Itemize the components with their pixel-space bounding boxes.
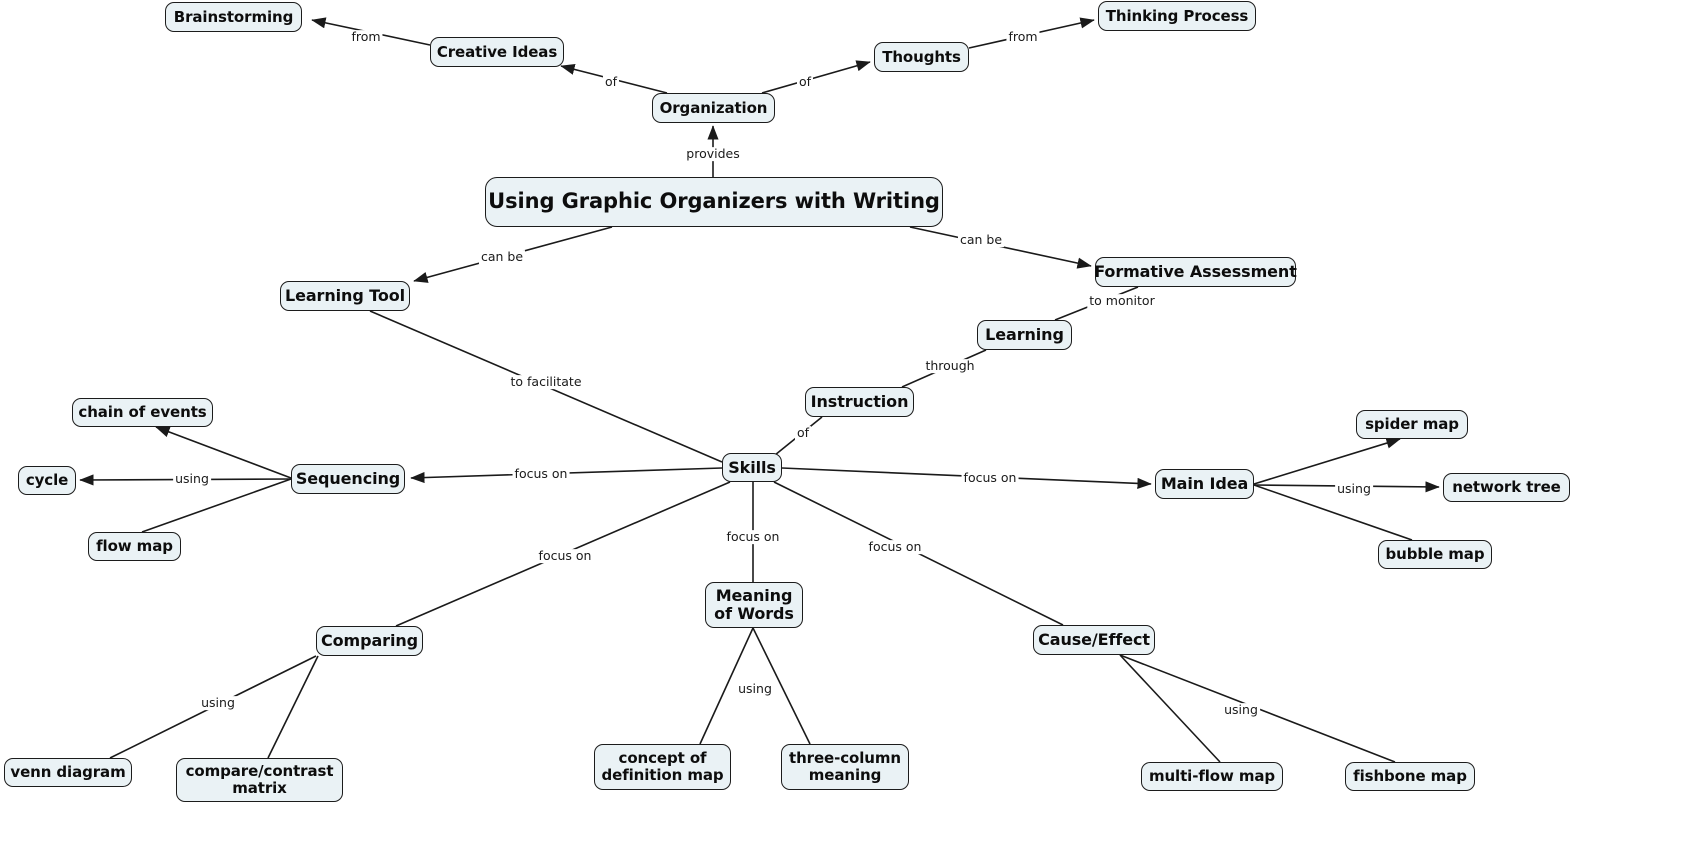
edge-label-e-learning-instruction: through	[923, 358, 977, 374]
edge-label-e-skills-causeeffect: focus on	[866, 539, 924, 555]
edge-label-e-seq-chain: using	[173, 471, 211, 487]
edge-label-e-creative-brainstorming: from	[349, 29, 383, 45]
edge-label-e-comparing-venn: using	[199, 695, 237, 711]
edge-label-e-root-learningtool: can be	[478, 249, 526, 265]
edge-label-e-root-org: provides	[684, 146, 742, 162]
node-instruction[interactable]: Instruction	[805, 387, 914, 417]
node-sequencing[interactable]: Sequencing	[291, 464, 405, 494]
edge-label-e-meaning-concept: using	[736, 681, 774, 697]
node-creative-ideas[interactable]: Creative Ideas	[430, 37, 564, 67]
node-formative-assessment[interactable]: Formative Assessment	[1094, 257, 1297, 287]
node-spider-map[interactable]: spider map	[1356, 410, 1468, 439]
edge-label-e-formative-learning: to monitor	[1087, 293, 1157, 309]
edge-label-e-org-thoughts: of	[796, 74, 814, 90]
node-three-column-meaning[interactable]: three-column meaning	[781, 744, 909, 790]
edge-e-comparing-matrix	[267, 655, 319, 759]
node-organization[interactable]: Organization	[652, 93, 775, 123]
node-venn-diagram[interactable]: venn diagram	[4, 758, 132, 787]
edge-label-e-main-spider: using	[1335, 481, 1373, 497]
edge-e-main-spider	[1253, 437, 1401, 485]
node-thoughts[interactable]: Thoughts	[874, 42, 969, 72]
edge-e-meaning-threecol	[752, 627, 811, 745]
edge-e-cause-multiflow	[1119, 654, 1221, 763]
node-network-tree[interactable]: network tree	[1443, 473, 1570, 502]
node-learning-tool[interactable]: Learning Tool	[280, 281, 410, 311]
edge-label-e-skills-meaning: focus on	[724, 529, 782, 545]
node-chain-of-events[interactable]: chain of events	[72, 398, 213, 427]
edge-label-e-skills-mainidea: focus on	[961, 470, 1019, 486]
node-learning[interactable]: Learning	[977, 320, 1072, 350]
node-multi-flow-map[interactable]: multi-flow map	[1141, 762, 1283, 791]
node-cause-effect[interactable]: Cause/Effect	[1033, 625, 1155, 655]
node-flow-map[interactable]: flow map	[88, 532, 181, 561]
node-main-idea[interactable]: Main Idea	[1155, 469, 1254, 499]
node-meaning-of-words[interactable]: Meaning of Words	[705, 582, 803, 628]
edge-e-seq-chain	[155, 426, 292, 479]
node-bubble-map[interactable]: bubble map	[1378, 540, 1492, 569]
edge-e-meaning-concept	[699, 627, 754, 745]
edge-label-e-thoughts-thinking: from	[1006, 29, 1040, 45]
edge-e-seq-flow	[141, 478, 292, 533]
node-concept-of-definition-map[interactable]: concept of definition map	[594, 744, 731, 790]
node-thinking-process[interactable]: Thinking Process	[1098, 1, 1256, 31]
node-root[interactable]: Using Graphic Organizers with Writing	[485, 177, 943, 227]
edge-label-e-root-formative: can be	[957, 232, 1005, 248]
node-brainstorming[interactable]: Brainstorming	[165, 2, 302, 32]
edge-e-org-thoughts	[761, 60, 871, 94]
edge-e-main-bubble	[1253, 484, 1413, 541]
edge-label-e-instruction-skills: of	[794, 425, 812, 441]
node-fishbone-map[interactable]: fishbone map	[1345, 762, 1475, 791]
edge-label-e-learningtool-skills: to facilitate	[508, 374, 584, 390]
node-comparing[interactable]: Comparing	[316, 626, 423, 656]
edge-label-e-skills-comparing: focus on	[536, 548, 594, 564]
edge-label-e-org-creative: of	[602, 74, 620, 90]
edge-label-e-cause-multiflow: using	[1222, 702, 1260, 718]
node-skills[interactable]: Skills	[722, 453, 782, 482]
node-cycle[interactable]: cycle	[18, 466, 76, 495]
edge-label-e-skills-sequencing: focus on	[512, 466, 570, 482]
node-compare-contrast-matrix[interactable]: compare/contrast matrix	[176, 758, 343, 802]
